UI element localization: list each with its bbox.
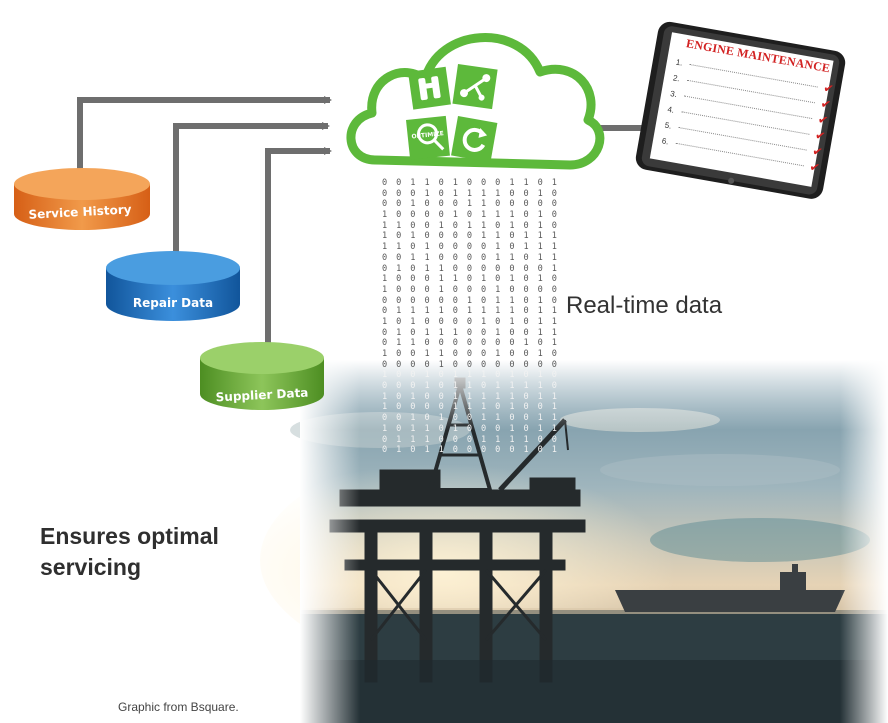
image-credit: Graphic from Bsquare. [118, 700, 239, 714]
binary-row: 0 1 0 1 1 0 0 0 0 0 0 0 1 [382, 263, 559, 274]
supplier-data-db [200, 342, 324, 410]
binary-row: 0 0 1 1 0 1 0 0 0 1 1 0 1 [382, 178, 559, 188]
ocean-photo [260, 360, 888, 723]
binary-row: 1 0 0 1 1 0 0 0 1 0 0 1 0 [382, 349, 559, 359]
binary-row: 1 0 0 0 0 1 0 1 1 1 0 1 0 [382, 210, 559, 221]
service-history-db [14, 168, 150, 230]
binary-row: 1 1 0 0 1 0 1 1 0 1 0 1 0 [382, 220, 559, 231]
binary-row: 0 1 1 1 0 0 0 1 1 1 1 0 0 [382, 434, 559, 445]
binary-row: 1 0 0 0 1 0 0 0 1 0 0 0 0 [382, 284, 559, 295]
binoculars-icon [408, 66, 451, 110]
binary-row: 0 0 1 0 0 0 1 1 0 0 0 0 0 [382, 199, 559, 210]
binary-row: 0 0 0 1 0 1 1 0 1 1 1 1 0 [382, 381, 559, 392]
repair-data-label: Repair Data [132, 296, 214, 310]
refresh-icon [451, 115, 498, 163]
tablet [635, 21, 846, 199]
headline: Ensures optimal servicing [40, 521, 270, 583]
binary-row: 0 1 0 1 1 0 0 0 0 0 1 0 1 [382, 445, 559, 456]
binary-row: 1 0 1 0 0 1 1 1 1 1 0 1 1 [382, 391, 559, 402]
optimize-icon: OPTIMIZE [406, 115, 450, 160]
binary-row: 1 0 1 0 0 0 0 1 1 0 1 1 1 [382, 231, 559, 242]
binary-row: 1 0 1 0 0 0 0 1 0 1 0 1 1 [382, 316, 559, 327]
real-time-data-label: Real-time data [566, 292, 723, 319]
svg-text:OPTIMIZE: OPTIMIZE [411, 130, 444, 140]
binary-row: 1 0 1 1 0 1 0 0 0 1 0 1 1 [382, 423, 559, 434]
binary-row: 0 1 0 1 1 1 0 0 1 0 0 1 1 [382, 327, 559, 338]
binary-row: 0 0 1 1 0 0 0 0 1 1 0 1 1 [382, 252, 559, 263]
binary-row: 0 0 1 0 1 0 0 1 1 0 0 1 1 [382, 413, 559, 424]
binary-row: 1 0 0 1 0 1 1 1 0 1 0 1 0 [382, 370, 559, 381]
binary-row: 0 1 1 1 1 0 1 1 1 1 0 1 1 [382, 306, 559, 317]
binary-row: 1 0 0 0 0 1 1 1 0 1 0 0 1 [382, 402, 559, 413]
network-icon [452, 64, 498, 110]
binary-row: 1 0 0 0 1 1 0 1 0 1 0 1 0 [382, 274, 559, 285]
binary-row: 0 0 0 0 0 0 1 0 1 1 0 1 0 [382, 295, 559, 306]
binary-row: 0 0 0 0 1 0 0 0 0 0 0 0 0 [382, 359, 559, 370]
connector-arrows [77, 96, 650, 352]
repair-data-db [106, 251, 240, 321]
binary-row: 1 1 0 1 0 0 0 0 1 0 1 1 1 [382, 242, 559, 253]
binary-row: 0 1 1 0 0 0 0 0 0 0 1 0 1 [382, 338, 559, 349]
headline-text: Ensures optimal servicing [40, 523, 219, 580]
binary-row: 0 0 0 1 0 1 1 1 1 0 0 1 0 [382, 188, 559, 199]
